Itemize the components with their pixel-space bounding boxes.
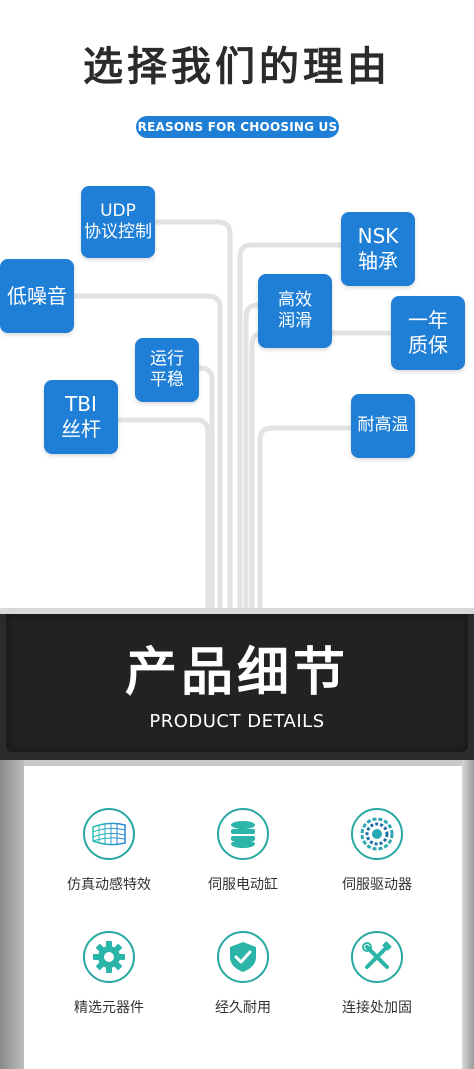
product-details-banner: 产品细节 PRODUCT DETAILS [0,608,474,760]
feature-servo-cylinder: 伺服电动缸 [178,808,308,894]
reason-heat-resistant: 耐高温 [351,394,415,458]
feature-reinforced-joints: 连接处加固 [312,931,442,1017]
feature-servo-driver: 伺服驱动器 [312,808,442,894]
reason-efficient-lubrication: 高效 润滑 [258,274,332,348]
features-section: 仿真动感特效 伺服电动缸 [0,760,474,1069]
reason-tbi-screw: TBI 丝杆 [44,380,118,454]
reason-nsk-bearing: NSK 轴承 [341,212,415,286]
feature-motion-effects: 仿真动感特效 [44,808,174,894]
product-details-title: 产品细节 [124,643,349,703]
swirl-icon [351,808,403,860]
reason-one-year-warranty: 一年 质保 [391,296,465,370]
reason-udp-control: UDP 协议控制 [81,186,155,258]
gear-icon [83,931,135,983]
reason-stable-running: 运行 平稳 [135,338,199,402]
shield-check-icon [217,931,269,983]
features-panel: 仿真动感特效 伺服电动缸 [24,766,462,1069]
cylinder-stack-icon [217,808,269,860]
tools-icon [351,931,403,983]
reasons-section: 选择我们的理由 REASONS FOR CHOOSING US UDP 协议控制… [0,44,465,608]
feature-durable: 经久耐用 [178,931,308,1017]
reasons-title: 选择我们的理由 [83,44,391,90]
reasons-subtitle-pill: REASONS FOR CHOOSING US [136,116,339,138]
reason-low-noise: 低噪音 [0,259,74,333]
product-details-subtitle: PRODUCT DETAILS [149,711,325,732]
mesh-wave-icon [83,808,135,860]
feature-selected-components: 精选元器件 [44,931,174,1017]
